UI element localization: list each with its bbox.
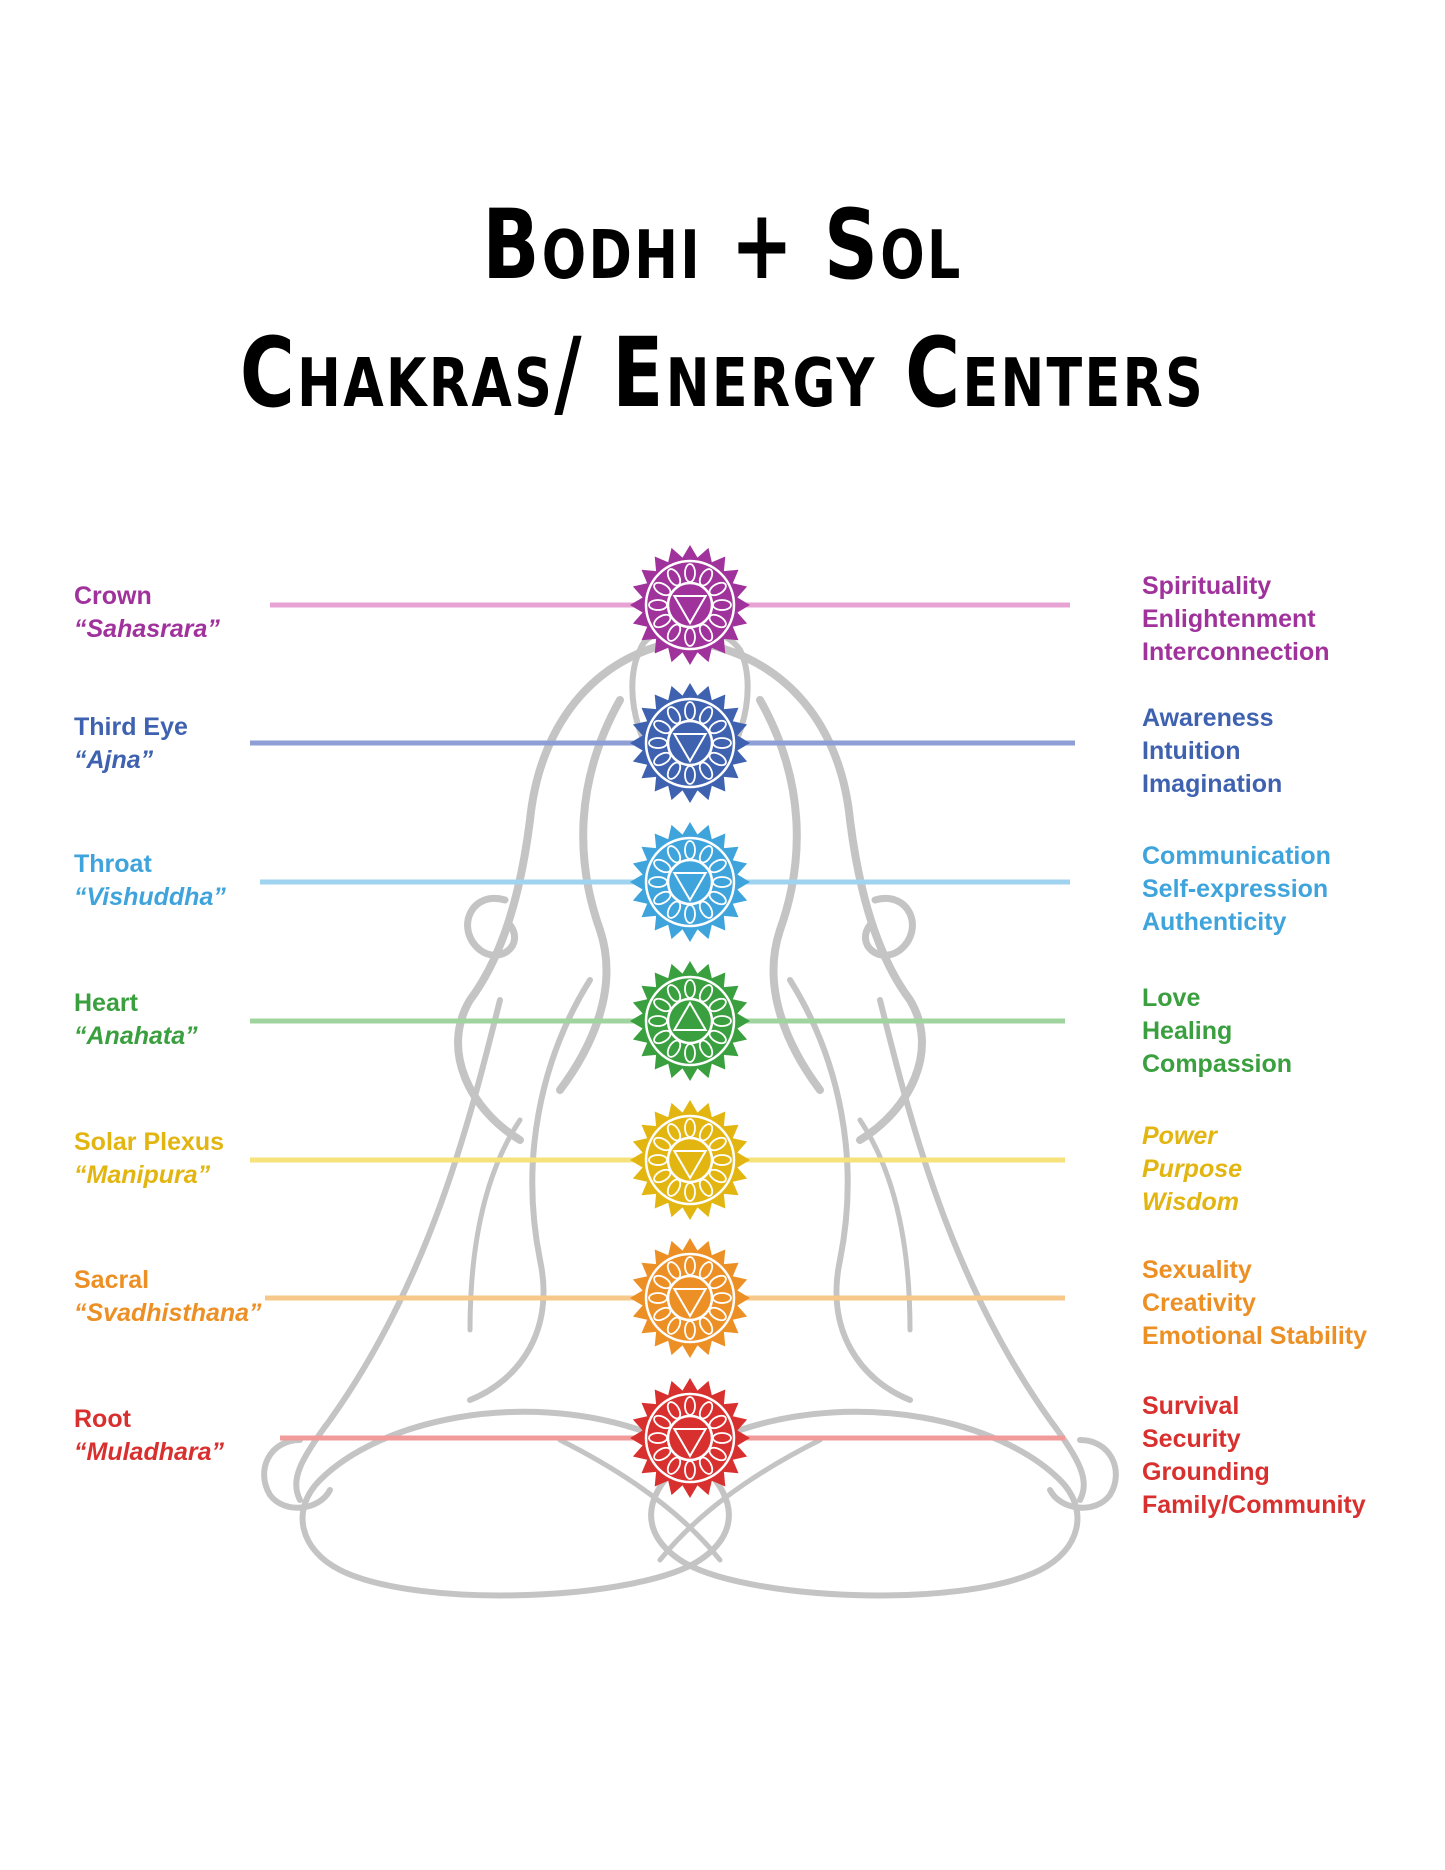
chakra-attribute: Survival xyxy=(1142,1392,1240,1420)
chakra-name: Crown xyxy=(74,582,152,610)
chakra-symbol-root-icon xyxy=(630,1378,750,1498)
chakra-attribute: Imagination xyxy=(1142,770,1283,798)
chakra-attribute: Awareness xyxy=(1142,704,1274,732)
chakra-attribute: Emotional Stability xyxy=(1142,1322,1368,1350)
chakra-attribute: Intuition xyxy=(1142,737,1241,765)
chakra-sanskrit-name: “Muladhara” xyxy=(74,1438,225,1466)
chakra-attribute: Sexuality xyxy=(1142,1256,1252,1284)
chakra-attribute: Compassion xyxy=(1142,1050,1293,1078)
chakra-label-root: Root “Muladhara” xyxy=(74,1403,224,1469)
chakra-attribute: Enlightenment xyxy=(1142,605,1316,633)
chakra-label-heart: Heart “Anahata” xyxy=(74,987,198,1053)
chakra-name: Solar Plexus xyxy=(74,1128,225,1156)
chakra-attribute: Authenticity xyxy=(1142,908,1287,936)
chakra-symbol-third-eye-icon xyxy=(630,683,750,803)
chakra-attribute: Purpose xyxy=(1142,1155,1243,1183)
chakra-sanskrit-name: “Manipura” xyxy=(74,1161,211,1189)
chakra-attribute: Healing xyxy=(1142,1017,1233,1045)
chakra-symbol-solar-plexus-icon xyxy=(630,1100,750,1220)
chakra-sanskrit-name: “Anahata” xyxy=(74,1022,198,1050)
chakra-sanskrit-name: “Vishuddha” xyxy=(74,883,226,911)
chakra-sanskrit-name: “Sahasrara” xyxy=(74,615,220,643)
chakra-name: Heart xyxy=(74,989,138,1017)
chakra-symbol-heart-icon xyxy=(630,961,750,1081)
chakra-attribute: Family/Community xyxy=(1142,1491,1366,1519)
chakra-name: Throat xyxy=(74,850,152,878)
chakra-sanskrit-name: “Ajna” xyxy=(74,746,154,774)
chakra-attribute: Creativity xyxy=(1142,1289,1256,1317)
chakra-label-sacral: Sacral “Svadhisthana” xyxy=(74,1264,262,1330)
chakra-label-throat: Throat “Vishuddha” xyxy=(74,848,226,914)
chakra-symbol-throat-icon xyxy=(630,822,750,942)
chakra-symbols xyxy=(630,545,750,1498)
chakra-attribute: Power xyxy=(1142,1122,1218,1150)
chakra-label-third-eye: Third Eye “Ajna” xyxy=(74,711,188,777)
chakra-label-solar-plexus: Solar Plexus “Manipura” xyxy=(74,1126,224,1192)
chakra-symbol-sacral-icon xyxy=(630,1238,750,1358)
chakra-label-crown: Crown “Sahasrara” xyxy=(74,580,220,646)
chakra-attribute: Love xyxy=(1142,984,1201,1012)
title-line-2: Chakras/ Energy Centers xyxy=(239,317,1206,429)
title-line-1: Bodhi + Sol xyxy=(482,189,963,301)
chakra-attribute: Grounding xyxy=(1142,1458,1270,1486)
chakra-symbol-crown-icon xyxy=(630,545,750,665)
chakra-name: Third Eye xyxy=(74,713,188,741)
chakra-attribute: Interconnection xyxy=(1142,638,1330,666)
chakra-sanskrit-name: “Svadhisthana” xyxy=(74,1299,262,1327)
chakra-attribute: Spirituality xyxy=(1142,572,1272,600)
chakra-attribute: Self-expression xyxy=(1142,875,1329,903)
chakra-attribute: Security xyxy=(1142,1425,1241,1453)
chakra-attribute: Communication xyxy=(1142,842,1331,870)
chakra-attribute: Wisdom xyxy=(1142,1188,1239,1216)
chakra-name: Root xyxy=(74,1405,131,1433)
chakra-name: Sacral xyxy=(74,1266,150,1294)
